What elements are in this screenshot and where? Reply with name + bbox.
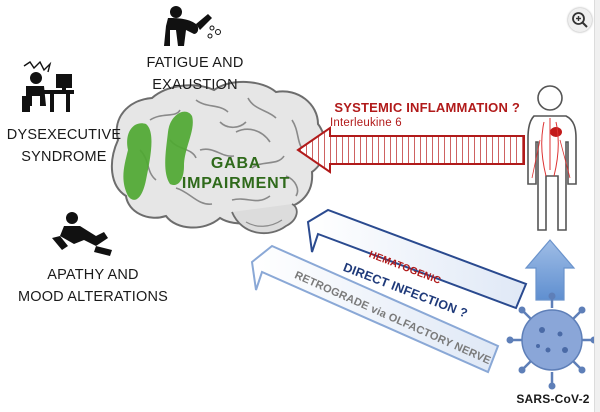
- scrollbar-track[interactable]: [594, 0, 600, 412]
- tired-person-icon: [164, 6, 221, 46]
- gaba-impairment-label: GABA IMPAIRMENT: [176, 154, 296, 194]
- systemic-inflammation-label: SYSTEMIC INFLAMMATION ?: [334, 100, 520, 115]
- brain-highlight-left: [123, 123, 152, 200]
- person-at-desk-icon: [22, 60, 74, 112]
- human-body-icon: [527, 85, 577, 231]
- fatigue-label-line1: FATIGUE AND: [146, 55, 244, 71]
- gaba-label-line2: IMPAIRMENT: [181, 175, 291, 192]
- dysexecutive-label-line1: DYSEXECUTIVE: [6, 127, 122, 143]
- gaba-label-line1: GABA: [210, 155, 262, 172]
- virus-to-body-arrow: [524, 239, 576, 301]
- fatigue-label-line2: EXAUSTION: [152, 77, 238, 93]
- fatigue-label: FATIGUE AND EXAUSTION: [120, 52, 270, 96]
- systemic-inflammation-arrow: [296, 126, 525, 174]
- brain-highlight-right: [165, 111, 193, 186]
- coronavirus-icon: [506, 292, 598, 390]
- reclining-person-icon: [52, 212, 112, 256]
- interleukine-label: Interleukine 6: [330, 117, 402, 129]
- dysexecutive-label-line2: SYNDROME: [21, 149, 107, 165]
- apathy-label: APATHY AND MOOD ALTERATIONS: [8, 264, 178, 308]
- zoom-button[interactable]: [568, 8, 592, 32]
- dysexecutive-label: DYSEXECUTIVE SYNDROME: [0, 124, 128, 168]
- apathy-label-line1: APATHY AND: [47, 267, 139, 283]
- retrograde-olfactory-arrow: [250, 244, 500, 374]
- direct-infection-arrow: [306, 208, 528, 310]
- zoom-in-icon: [572, 12, 588, 28]
- virus-label: SARS-CoV-2: [516, 392, 590, 406]
- apathy-label-line2: MOOD ALTERATIONS: [17, 289, 169, 305]
